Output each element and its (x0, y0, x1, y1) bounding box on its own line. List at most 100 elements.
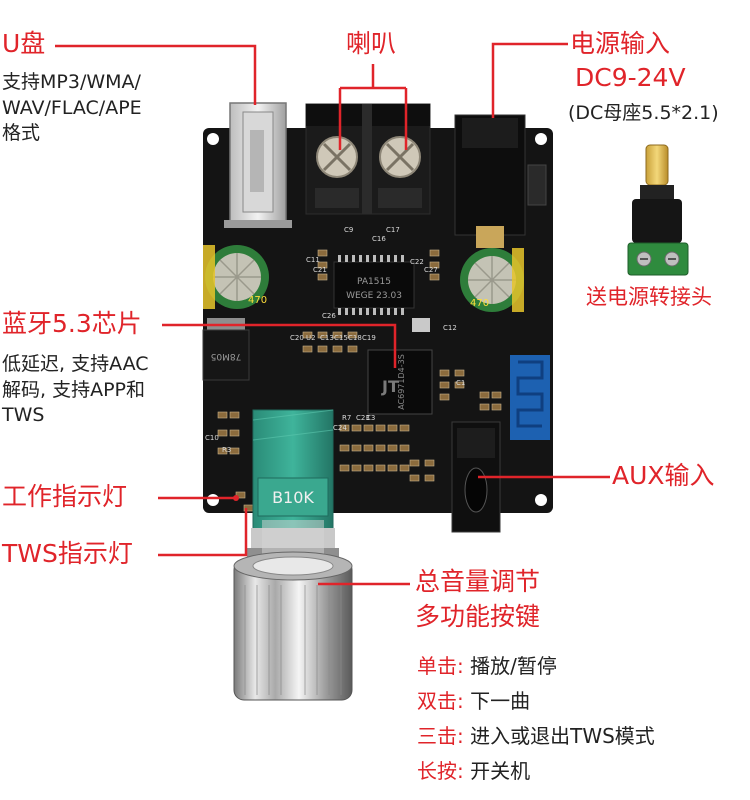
smd-component (429, 273, 440, 281)
svg-text:JT: JT (381, 377, 399, 396)
silkscreen-label: C13 (320, 334, 334, 342)
volume-title-line-2: 多功能按键 (415, 602, 541, 631)
smd-component (454, 369, 465, 377)
work-led-label: 工作指示灯 (2, 482, 128, 511)
bt-desc-line-3: TWS (2, 404, 45, 427)
usb-title: U盘 (2, 29, 46, 58)
smd-component (387, 424, 398, 432)
command-key: 单击: (417, 654, 464, 678)
usb-port (224, 102, 292, 228)
silkscreen-label: C19 (362, 334, 376, 342)
smd-component (399, 424, 410, 432)
callout-tws-led (158, 508, 248, 557)
volume-title-line-1: 总音量调节 (415, 567, 541, 596)
speaker-terminal (305, 103, 431, 215)
smd-component (439, 369, 450, 377)
command-row: 双击: 下一曲 (417, 685, 530, 714)
bluetooth-antenna (510, 355, 550, 440)
callout-lines (55, 42, 610, 586)
smd-component (339, 424, 350, 432)
capacitor-right-label: 470 (470, 298, 489, 309)
capacitor-left: 470 (203, 245, 269, 309)
bt-desc-line-1: 低延迟, 支持AAC (2, 353, 149, 375)
silkscreen-label: C12 (443, 324, 457, 332)
smd-component (399, 444, 410, 452)
smd-component (399, 464, 410, 472)
smd-component (479, 403, 490, 411)
silkscreen-label: C11 (306, 256, 320, 264)
command-action: 播放/暂停 (463, 654, 557, 678)
smd-component (454, 381, 465, 389)
usb-desc-line-3: 格式 (2, 122, 41, 145)
smd-component (217, 411, 228, 419)
command-row: 三击: 进入或退出TWS模式 (417, 720, 655, 749)
usb-description: 支持MP3/WMA/ WAV/FLAC/APE 格式 (2, 70, 142, 147)
silkscreen-label: R7 (342, 414, 351, 422)
smd-component (375, 444, 386, 452)
silkscreen-label: R3 (222, 446, 231, 454)
silkscreen-label: C10 (205, 434, 219, 442)
capacitor-right: 470 (460, 248, 524, 312)
volume-potentiometer: B10K (247, 409, 339, 562)
aux-jack (451, 421, 501, 533)
smd-component (229, 411, 240, 419)
smd-component (217, 447, 228, 455)
smd-component (347, 345, 358, 353)
usb-desc-line-1: 支持MP3/WMA/ (2, 71, 141, 93)
smd-component (332, 331, 343, 339)
command-action: 进入或退出TWS模式 (463, 724, 655, 748)
silkscreen-label: C15 (334, 334, 348, 342)
silkscreen-label: C18 (348, 334, 362, 342)
amplifier-chip: PA1515 WEGE 23.03 (333, 255, 415, 315)
silkscreen-label: C21 (313, 266, 327, 274)
smd-component (429, 261, 440, 269)
smd-component (339, 464, 350, 472)
smd-component (409, 459, 420, 467)
smd-component (491, 391, 502, 399)
smd-component (317, 261, 328, 269)
smd-component (317, 249, 328, 257)
smd-component (332, 345, 343, 353)
silkscreen-label: C26 (322, 312, 336, 320)
smd-component (424, 459, 435, 467)
silkscreen-label: C23 (356, 414, 370, 422)
amp-chip-mark-1: PA1515 (357, 277, 391, 287)
smd-component (317, 273, 328, 281)
command-key: 三击: (417, 724, 464, 748)
command-key: 长按: (417, 759, 464, 783)
smd-component (302, 345, 313, 353)
smd-component (351, 444, 362, 452)
silkscreen-label: C22 (410, 258, 424, 266)
smd-component (347, 331, 358, 339)
tws-led-label: TWS指示灯 (2, 539, 133, 568)
smd-component (375, 424, 386, 432)
regulator-mark: 78M05 (211, 351, 242, 361)
capacitor-left-label: 470 (248, 295, 267, 306)
smd-component (375, 464, 386, 472)
callout-usb (55, 44, 257, 105)
silkscreen-label: C24 (333, 424, 347, 432)
smd-component (363, 464, 374, 472)
smd-component (351, 424, 362, 432)
bt-desc-line-2: 解码, 支持APP和 (2, 378, 145, 401)
dc-adapter-plug (627, 144, 689, 276)
power-title: 电源输入 (570, 29, 671, 58)
silkscreen-label: U2 (306, 334, 316, 342)
command-key: 双击: (417, 689, 464, 713)
crystal (412, 318, 430, 332)
dc-power-jack (454, 114, 547, 248)
smd-component (387, 464, 398, 472)
command-action: 下一曲 (463, 689, 531, 713)
power-voltage: DC9-24V (575, 63, 686, 92)
power-socket-spec: (DC母座5.5*2.1) (568, 102, 719, 124)
bluetooth-chip: AC6971D4-3S JT (367, 349, 433, 415)
silkscreen-label: C20 (290, 334, 304, 342)
bluetooth-description: 低延迟, 支持AAC 解码, 支持APP和 TWS (2, 352, 149, 429)
pot-value-mark: B10K (272, 488, 314, 507)
callout-power (491, 42, 568, 118)
smd-component (351, 464, 362, 472)
silkscreen-label: C3 (366, 414, 375, 422)
smd-component (229, 429, 240, 437)
